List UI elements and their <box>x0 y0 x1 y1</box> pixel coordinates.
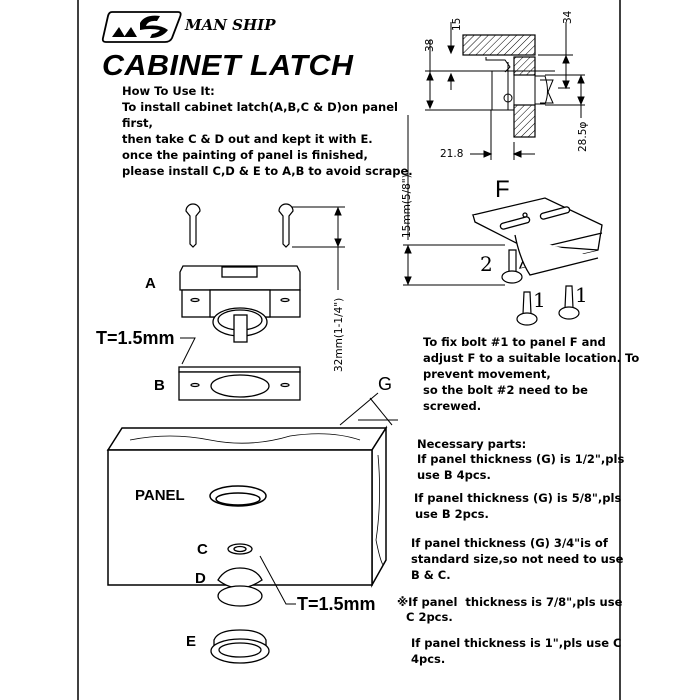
bolt-1b-icon <box>558 285 580 320</box>
label-bolt-1b: 1 <box>575 283 588 307</box>
necessary-part-line: If panel thickness (G) is 1/2",pls <box>417 452 625 466</box>
latch-section-drawing <box>425 22 585 160</box>
necessary-parts-heading: Necessary parts: <box>417 437 527 451</box>
instruction-line: then take C & D out and kept it with E. <box>122 132 373 146</box>
label-b: B <box>154 377 165 394</box>
mountain-wave-logo <box>101 11 182 43</box>
dim-15: 15 <box>451 17 463 31</box>
bolt-1a-icon <box>516 291 538 326</box>
label-bolt-1a: 1 <box>533 288 546 312</box>
necessary-part-line: standard size,so not need to use <box>411 552 624 566</box>
page-title: CABINET LATCH <box>102 50 354 82</box>
part-b <box>178 366 301 401</box>
label-a: A <box>145 275 156 292</box>
necessary-part-line: use B 2pcs. <box>415 507 489 521</box>
part-a <box>179 265 301 343</box>
label-d: D <box>195 570 206 587</box>
necessary-part-line: If panel thickness (G) 3/4"is of <box>411 536 608 550</box>
part-c <box>227 543 253 555</box>
screw-left-icon <box>185 203 201 248</box>
necessary-part-line: If panel thickness is 1",pls use C <box>411 636 622 650</box>
instructions-heading: How To Use It: <box>122 84 215 98</box>
instruction-line: To install cabinet latch(A,B,C & D)on pa… <box>122 100 398 114</box>
bracket-note-line: screwed. <box>423 399 482 413</box>
dim-21-8: 21.8 <box>440 148 464 160</box>
bracket-height-dimension <box>403 115 505 286</box>
label-bolt-2: 2 <box>480 252 493 276</box>
label-thickness-c: T=1.5mm <box>297 594 376 614</box>
bracket-note-line: prevent movement, <box>423 367 551 381</box>
brand-name: MAN SHIP <box>185 16 276 34</box>
thickness-b-leader <box>180 337 196 365</box>
necessary-part-line: If panel thickness (G) is 5/8",pls <box>414 491 622 505</box>
label-g: G <box>378 374 393 394</box>
dim-28-5: 28.5φ <box>577 121 589 152</box>
necessary-part-line: ※If panel thickness is 7/8",pls use <box>397 595 623 609</box>
dim-screw-length: 32mm(1-1/4") <box>333 297 345 372</box>
bracket-f <box>471 197 603 276</box>
bracket-note-line: To fix bolt #1 to panel F and <box>423 335 606 349</box>
panel <box>106 425 388 588</box>
label-thickness-b: T=1.5mm <box>96 328 175 348</box>
instruction-line: please install C,D & E to A,B to avoid s… <box>122 164 413 178</box>
screw-right-icon <box>278 203 294 248</box>
label-f: F <box>495 176 510 203</box>
screw-length-dimension <box>292 206 345 290</box>
bracket-note-line: adjust F to a suitable location. To <box>423 351 640 365</box>
necessary-part-line: use B 4pcs. <box>417 468 491 482</box>
necessary-part-line: C 2pcs. <box>398 610 453 624</box>
part-d <box>217 567 263 607</box>
bolt-2-icon <box>501 249 523 284</box>
bracket-note-line: so the bolt #2 need to be <box>423 383 588 397</box>
dim-38: 38 <box>424 38 436 52</box>
label-e: E <box>186 633 197 650</box>
label-panel: PANEL <box>135 487 185 504</box>
dim-34: 34 <box>562 10 574 24</box>
g-thickness-dimension <box>339 392 398 426</box>
thickness-c-leader <box>259 555 296 605</box>
instruction-line: once the painting of panel is finished, <box>122 148 368 162</box>
instruction-line: first, <box>122 116 153 130</box>
necessary-part-line: 4pcs. <box>411 652 446 666</box>
dim-bracket-height: 15mm(5/8") <box>401 174 413 238</box>
part-e <box>210 629 270 664</box>
label-c: C <box>197 541 208 558</box>
necessary-part-line: B & C. <box>411 568 451 582</box>
